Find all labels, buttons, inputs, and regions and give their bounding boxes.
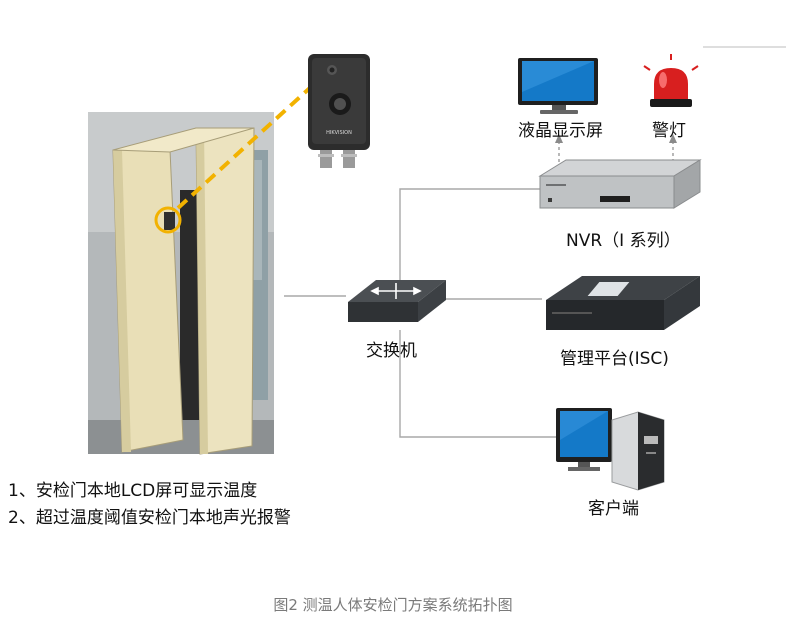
- figure-caption: 图2 测温人体安检门方案系统拓扑图: [273, 596, 513, 614]
- thermal-camera-icon: [308, 54, 370, 168]
- camera-link-line: [176, 84, 314, 210]
- monitor-arrowhead: [555, 134, 563, 143]
- camera-brand-text: HIKVISION: [326, 130, 352, 136]
- platform-label: 管理平台(ISC): [560, 349, 669, 369]
- lcd-highlight-circle: [154, 206, 182, 234]
- nvr-device-icon: [538, 159, 702, 209]
- switch-label: 交换机: [366, 341, 417, 361]
- note-2: 2、超过温度阈值安检门本地声光报警: [8, 508, 291, 528]
- monitor-label: 液晶显示屏: [518, 121, 603, 141]
- alarm-arrowhead: [669, 134, 677, 143]
- client-label: 客户端: [588, 499, 639, 519]
- alarm-light-icon: [643, 54, 699, 107]
- alarm-label: 警灯: [652, 121, 686, 141]
- network-links: [284, 188, 556, 438]
- client-pc-icon: [556, 408, 665, 491]
- security-gate-photo: [88, 112, 274, 455]
- note-1: 1、安检门本地LCD屏可显示温度: [8, 481, 258, 501]
- lcd-monitor-icon: [518, 58, 598, 114]
- management-platform-icon: [546, 276, 700, 330]
- feature-notes: 1、安检门本地LCD屏可显示温度 2、超过温度阈值安检门本地声光报警: [8, 478, 291, 532]
- network-switch-icon: [348, 280, 446, 322]
- nvr-label: NVR（I 系列）: [566, 231, 681, 251]
